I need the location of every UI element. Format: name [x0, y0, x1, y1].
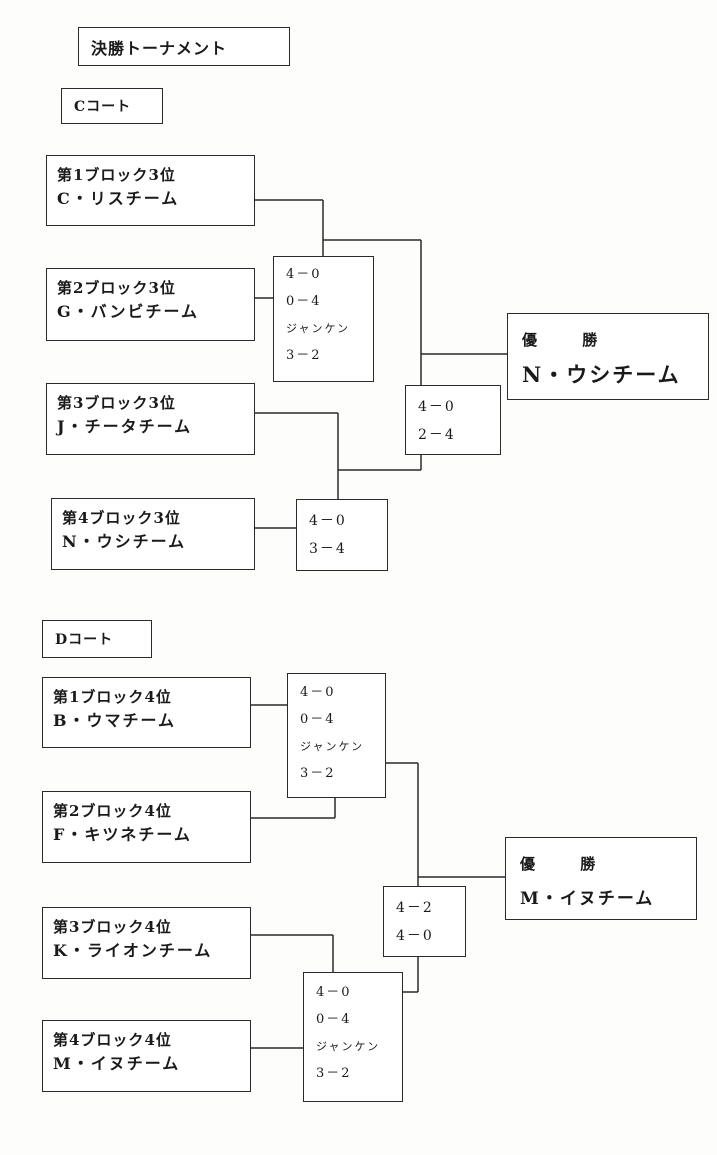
court-c-match-1-2-score: 4－0 0－4 ジャンケン 3－2 [273, 256, 374, 382]
court-d-winner-team: M・イヌチーム [520, 889, 655, 909]
score-line: 4－2 [396, 900, 434, 916]
court-c-team-1-name: C・リスチーム [57, 189, 180, 208]
score-line: 4－0 [309, 513, 347, 529]
court-d-team-2-name: F・キツネチーム [53, 825, 192, 844]
court-c-winner-label: 優 勝 [522, 331, 618, 349]
court-d-match-1-2-score: 4－0 0－4 ジャンケン 3－2 [287, 673, 386, 798]
court-c-team-2-name: G・バンビチーム [57, 302, 199, 321]
court-c-final-score: 4－0 2－4 [405, 385, 501, 455]
court-d-team-3: 第3ブロック4位 K・ライオンチーム [42, 907, 251, 979]
court-d-team-1-name: B・ウマチーム [53, 711, 177, 730]
score-line: 3－2 [300, 766, 336, 781]
court-d-team-1-block: 第1ブロック4位 [53, 688, 172, 706]
court-d-match-3-4-score: 4－0 0－4 ジャンケン 3－2 [303, 972, 403, 1102]
court-c-winner-team: N・ウシチーム [522, 362, 681, 387]
court-d-label: Dコート [42, 620, 152, 658]
court-c-team-4: 第4ブロック3位 N・ウシチーム [51, 498, 255, 570]
court-c-team-1: 第1ブロック3位 C・リスチーム [46, 155, 255, 226]
court-c-team-3: 第3ブロック3位 J・チータチーム [46, 383, 255, 455]
court-d-team-3-block: 第3ブロック4位 [53, 918, 172, 936]
court-c-team-3-name: J・チータチーム [57, 417, 193, 436]
court-d-label-text: Dコート [55, 632, 114, 648]
score-line: ジャンケン [316, 1040, 381, 1053]
court-c-label: Cコート [61, 88, 163, 124]
score-line: 4－0 [316, 985, 352, 1000]
court-c-team-2: 第2ブロック3位 G・バンビチーム [46, 268, 255, 341]
page-title-text: 決勝トーナメント [91, 38, 228, 58]
court-c-winner: 優 勝 N・ウシチーム [507, 313, 709, 400]
court-c-match-3-4-score: 4－0 3－4 [296, 499, 388, 571]
court-d-winner: 優 勝 M・イヌチーム [505, 837, 697, 920]
court-d-team-3-name: K・ライオンチーム [53, 941, 213, 960]
court-d-team-4-name: M・イヌチーム [53, 1054, 181, 1073]
score-line: 3－4 [309, 541, 347, 557]
score-line: 4－0 [286, 267, 322, 282]
court-c-team-4-name: N・ウシチーム [62, 532, 187, 551]
court-c-team-3-block: 第3ブロック3位 [57, 394, 176, 412]
score-line: 4－0 [300, 685, 336, 700]
score-line: 0－4 [286, 294, 322, 309]
score-line: 4－0 [396, 928, 434, 944]
score-line: 0－4 [300, 712, 336, 727]
score-line: 3－2 [316, 1066, 352, 1081]
score-line: 0－4 [316, 1012, 352, 1027]
score-line: ジャンケン [300, 740, 365, 753]
court-d-winner-label: 優 勝 [520, 855, 616, 873]
court-c-label-text: Cコート [74, 99, 132, 115]
court-d-team-4-block: 第4ブロック4位 [53, 1031, 172, 1049]
score-line: 4－0 [418, 399, 456, 415]
court-c-team-1-block: 第1ブロック3位 [57, 166, 176, 184]
court-d-final-score: 4－2 4－0 [383, 886, 466, 957]
court-d-team-4: 第4ブロック4位 M・イヌチーム [42, 1020, 251, 1092]
score-line: 2－4 [418, 427, 456, 443]
score-line: 3－2 [286, 348, 322, 363]
court-c-team-4-block: 第4ブロック3位 [62, 509, 181, 527]
page-title: 決勝トーナメント [78, 27, 290, 66]
court-d-team-2: 第2ブロック4位 F・キツネチーム [42, 791, 251, 863]
court-d-team-2-block: 第2ブロック4位 [53, 802, 172, 820]
score-line: ジャンケン [286, 322, 351, 335]
court-c-team-2-block: 第2ブロック3位 [57, 279, 176, 297]
court-d-team-1: 第1ブロック4位 B・ウマチーム [42, 677, 251, 748]
